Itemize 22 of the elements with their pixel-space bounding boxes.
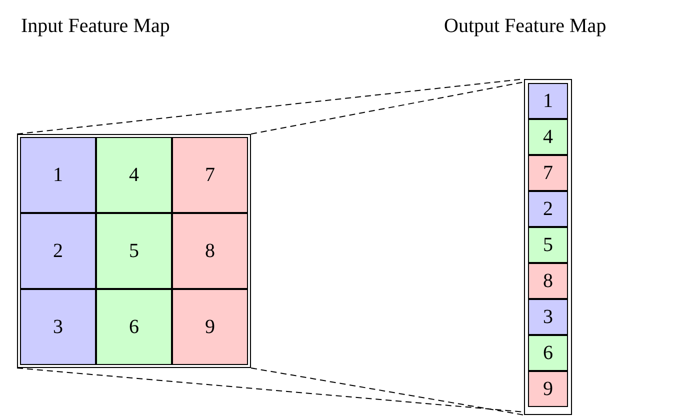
projection-line [250, 82, 524, 134]
map-cell: 6 [96, 289, 172, 365]
map-cell: 1 [528, 83, 568, 119]
map-cell: 1 [20, 137, 96, 213]
map-cell: 9 [528, 371, 568, 407]
map-cell: 2 [528, 191, 568, 227]
map-cell: 4 [96, 137, 172, 213]
map-cell: 4 [528, 119, 568, 155]
map-cell: 8 [528, 263, 568, 299]
map-cell: 3 [20, 289, 96, 365]
map-cell: 3 [528, 299, 568, 335]
map-cell: 2 [20, 213, 96, 289]
map-cell: 5 [96, 213, 172, 289]
map-cell: 7 [528, 155, 568, 191]
map-cell: 7 [172, 137, 248, 213]
map-cell: 6 [528, 335, 568, 371]
map-cell: 9 [172, 289, 248, 365]
projection-line [250, 368, 524, 416]
map-cell: 8 [172, 213, 248, 289]
map-heading: Output Feature Map [444, 15, 606, 38]
map-cell: 5 [528, 227, 568, 263]
map-heading: Input Feature Map [21, 15, 170, 38]
